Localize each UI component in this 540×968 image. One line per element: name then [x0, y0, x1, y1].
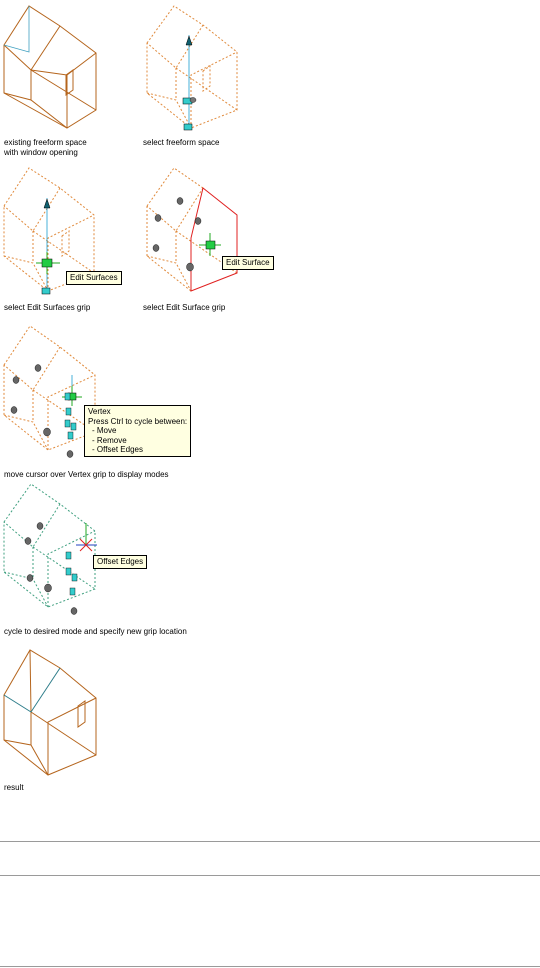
- edge-grip-icon[interactable]: [65, 407, 72, 416]
- edit-surface-grip-icon[interactable]: [205, 240, 216, 250]
- surface-grip-icon[interactable]: [70, 607, 78, 615]
- surface-grip-icon[interactable]: [152, 244, 160, 252]
- tooltip-edit-surfaces: Edit Surfaces: [66, 271, 122, 285]
- edge-grip-icon[interactable]: [69, 587, 76, 596]
- surface-grip-icon[interactable]: [34, 364, 42, 372]
- surface-grip-icon[interactable]: [44, 583, 52, 593]
- surface-grip-icon[interactable]: [10, 406, 18, 414]
- location-grip-icon[interactable]: [183, 123, 193, 131]
- edge-grip-icon[interactable]: [65, 551, 72, 560]
- edge-grip-icon[interactable]: [67, 431, 74, 440]
- edit-surfaces-grip-icon[interactable]: [41, 258, 53, 268]
- caption-result: result: [4, 783, 24, 792]
- house-offset-edges-mode: [3, 483, 97, 615]
- caption-vertex-modes: move cursor over Vertex grip to display …: [4, 470, 169, 479]
- tooltip-edit-surface: Edit Surface: [222, 256, 274, 270]
- surface-grip-icon[interactable]: [12, 376, 20, 384]
- arrow-grip-icon: [43, 198, 51, 209]
- divider-bottom: [0, 966, 540, 967]
- tooltip-vertex-subtitle: Press Ctrl to cycle between:: [88, 416, 188, 426]
- divider-middle: [0, 875, 540, 876]
- edge-grip-icon[interactable]: [71, 573, 78, 582]
- house-select-edit-surfaces-grip: [3, 167, 95, 295]
- edge-grip-icon[interactable]: [70, 422, 77, 431]
- location-grip-icon[interactable]: [41, 287, 51, 295]
- house-existing-freeform-space: [3, 5, 97, 129]
- mode-remove: - Remove: [92, 435, 127, 445]
- surface-grip-icon[interactable]: [176, 197, 184, 205]
- surface-grip-icon[interactable]: [36, 522, 44, 530]
- tooltip-vertex-title: Vertex: [88, 407, 111, 416]
- surface-grip-icon[interactable]: [154, 214, 162, 222]
- caption-select-freeform-space: select freeform space: [143, 138, 220, 147]
- tooltip-vertex-modes: Vertex Press Ctrl to cycle between: - Mo…: [84, 405, 192, 457]
- caption-existing-freeform-space: existing freeform space with window open…: [4, 138, 87, 157]
- surface-grip-icon[interactable]: [194, 217, 202, 225]
- divider-top: [0, 841, 540, 842]
- house-select-freeform-space: [146, 5, 238, 131]
- surface-grip-icon[interactable]: [26, 574, 34, 582]
- surface-grip-icon[interactable]: [43, 427, 51, 437]
- caption-select-edit-surface-grip: select Edit Surface grip: [143, 303, 226, 312]
- house-vertex-grip-modes: [3, 325, 96, 458]
- tooltip-offset-edges: Offset Edges: [93, 555, 148, 569]
- surface-grip-icon[interactable]: [186, 262, 194, 272]
- surface-grip-icon[interactable]: [66, 450, 74, 458]
- house-result: [3, 649, 97, 776]
- edge-grip-icon[interactable]: [65, 567, 72, 576]
- edge-grip-icon[interactable]: [64, 392, 71, 401]
- house-select-edit-surface-grip: [146, 167, 238, 292]
- mode-offset-edges: - Offset Edges: [92, 445, 143, 454]
- surface-grip-icon[interactable]: [24, 537, 32, 545]
- caption-cycle-mode: cycle to desired mode and specify new gr…: [4, 627, 187, 636]
- edge-grip-icon[interactable]: [64, 419, 71, 428]
- mode-move: - Move: [92, 426, 117, 435]
- caption-select-edit-surfaces-grip: select Edit Surfaces grip: [4, 303, 91, 312]
- arrow-grip-icon[interactable]: [185, 35, 193, 46]
